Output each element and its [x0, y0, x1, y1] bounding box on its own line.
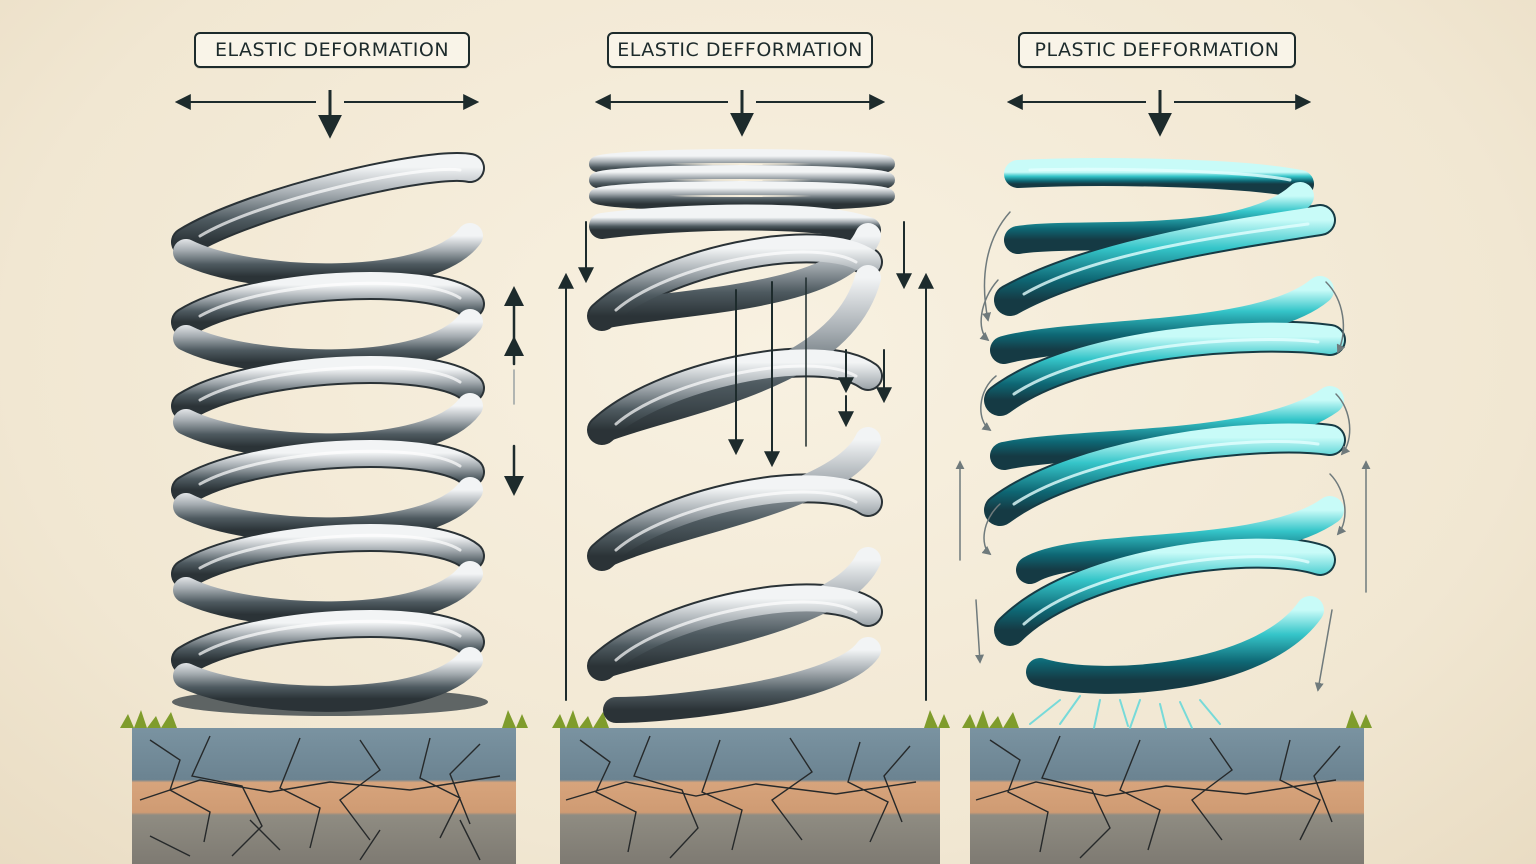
down-arrow-icon — [975, 599, 985, 664]
spring-2-elastic — [558, 149, 934, 723]
curved-arrow-icon — [981, 503, 1001, 556]
panel-3-label: Plastic Defformation — [1018, 32, 1296, 68]
down-arrow-icon — [1314, 609, 1333, 692]
panel-2-force-arrows — [594, 90, 886, 137]
ground-block-1 — [120, 710, 528, 864]
curved-arrow-icon — [979, 279, 999, 342]
ground-blocks — [120, 710, 1372, 864]
panel-3-force-arrows — [1006, 90, 1312, 137]
panel-1-label: Elastic Deformation — [194, 32, 470, 68]
curved-arrow-icon — [982, 211, 1011, 322]
spring-3-plastic — [955, 158, 1371, 729]
top-arrows — [174, 90, 1312, 139]
curved-arrow-icon — [980, 375, 997, 432]
panel-1-force-arrows — [174, 90, 480, 139]
ground-block-3 — [962, 710, 1372, 864]
curved-arrow-icon — [1335, 393, 1351, 456]
curved-arrow-icon — [1325, 281, 1346, 354]
ground-block-2 — [552, 710, 950, 864]
curved-arrow-icon — [1329, 473, 1347, 536]
panel-2-label: Elastic Defformation — [607, 32, 873, 68]
spring-1-elastic — [171, 152, 524, 716]
